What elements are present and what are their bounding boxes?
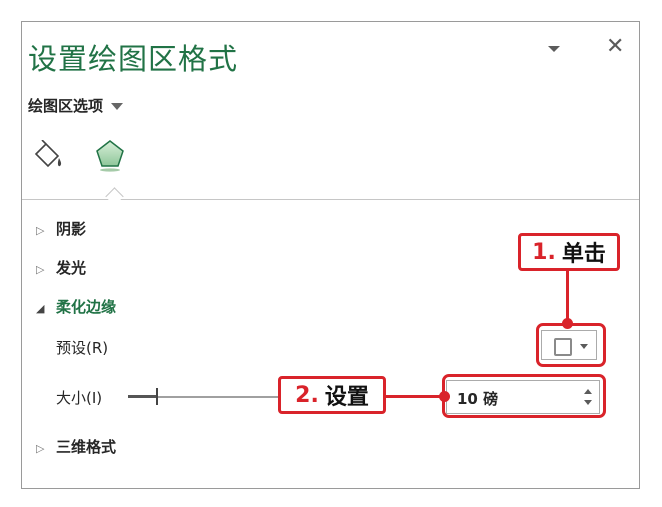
callout-1-dot xyxy=(562,318,573,329)
size-slider-thumb[interactable] xyxy=(156,388,158,405)
soft-edge-square-icon xyxy=(554,338,572,356)
preset-highlight-box xyxy=(536,323,606,367)
preset-label: 预设(R) xyxy=(56,339,109,357)
callout-1-connector xyxy=(566,268,569,324)
step-1-text: 单击 xyxy=(561,242,606,267)
tab-separator xyxy=(22,199,639,200)
callout-step-2: 2.设置 xyxy=(278,376,386,414)
callout-step-1: 1.单击 xyxy=(518,233,620,271)
chevron-down-icon xyxy=(111,103,124,110)
step-2-text: 设置 xyxy=(324,385,369,410)
spin-up-icon[interactable] xyxy=(584,389,592,394)
pentagon-icon[interactable] xyxy=(94,138,126,176)
size-highlight-box xyxy=(442,374,606,418)
size-slider-fill xyxy=(128,395,158,398)
pane-options-dropdown-icon[interactable] xyxy=(548,46,560,52)
close-icon[interactable]: ✕ xyxy=(606,34,625,59)
plot-area-options-label: 绘图区选项 xyxy=(28,97,104,115)
preset-dropdown-button[interactable] xyxy=(541,330,597,360)
expand-icon: ▷ xyxy=(36,224,45,237)
expand-icon: ▷ xyxy=(36,442,45,455)
size-spin-input[interactable]: 10 磅 xyxy=(446,380,600,414)
tab-selection-notch xyxy=(105,187,124,206)
callout-2-dot xyxy=(439,391,450,402)
callout-2-connector xyxy=(384,395,448,398)
section-3d-format[interactable]: ▷三维格式 xyxy=(36,438,117,456)
paint-bucket-icon[interactable] xyxy=(32,139,64,174)
section-glow[interactable]: ▷发光 xyxy=(36,259,87,277)
chevron-down-icon xyxy=(580,344,588,349)
size-value: 10 磅 xyxy=(457,390,499,408)
pane-title: 设置绘图区格式 xyxy=(28,42,239,76)
step-1-number: 1. xyxy=(532,239,556,265)
section-soft-edges[interactable]: ◢柔化边缘 xyxy=(36,298,117,316)
collapse-icon: ◢ xyxy=(36,302,45,315)
plot-area-options-dropdown[interactable]: 绘图区选项 xyxy=(28,95,124,116)
step-2-number: 2. xyxy=(295,382,319,408)
section-shadow[interactable]: ▷阴影 xyxy=(36,220,87,238)
size-label: 大小(I) xyxy=(56,389,103,407)
expand-icon: ▷ xyxy=(36,263,45,276)
spin-down-icon[interactable] xyxy=(584,400,592,405)
